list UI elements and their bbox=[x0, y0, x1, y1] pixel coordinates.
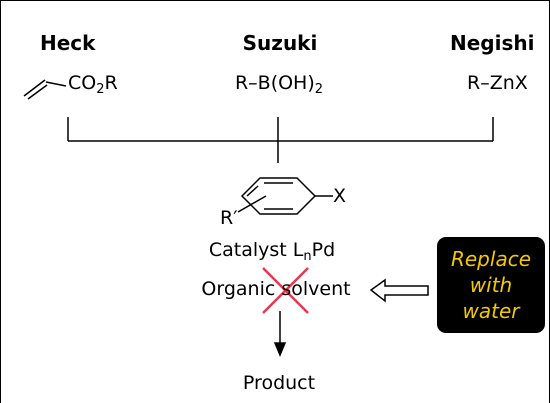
catalyst-label: Catalyst LnPd bbox=[208, 239, 336, 264]
hollow-arrow-icon bbox=[369, 278, 429, 303]
benzene-ring-icon bbox=[237, 177, 333, 215]
halide-label: X bbox=[333, 185, 347, 207]
negishi-label: Negishi bbox=[450, 31, 535, 55]
aryl-substituent-label: R′ bbox=[220, 207, 238, 229]
callout-line-1: Replace bbox=[450, 247, 531, 271]
negishi-reagent: R–ZnX bbox=[467, 72, 528, 94]
product-label: Product bbox=[242, 372, 316, 394]
suzuki-reagent: R–B(OH)2 bbox=[234, 72, 324, 97]
callout-line-2: with bbox=[469, 273, 513, 297]
down-arrow-icon bbox=[273, 311, 287, 357]
heck-reagent: CO2R bbox=[68, 72, 118, 97]
heck-label: Heck bbox=[40, 31, 96, 55]
solvent-label: Organic solvent bbox=[201, 278, 351, 300]
cross-out-icon bbox=[262, 267, 309, 314]
vinyl-bond-icon bbox=[23, 79, 67, 100]
replace-with-water-callout: Replace with water bbox=[437, 237, 545, 333]
convergence-bracket bbox=[67, 117, 494, 163]
suzuki-label: Suzuki bbox=[242, 31, 318, 55]
callout-line-3: water bbox=[462, 299, 520, 323]
